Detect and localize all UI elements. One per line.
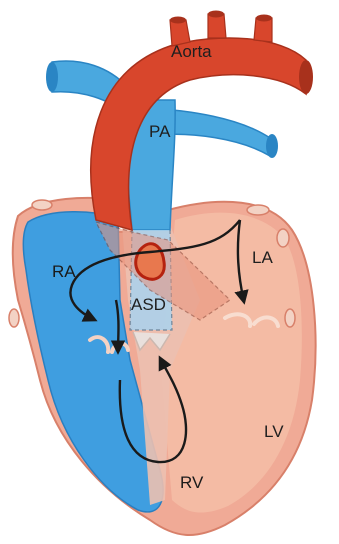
label-ra: RA <box>52 262 76 281</box>
nodule-5 <box>9 309 19 327</box>
pa-right-opening <box>266 134 278 158</box>
label-pa: PA <box>149 122 171 141</box>
aorta-branch-3 <box>254 18 272 42</box>
nodule-4 <box>285 309 295 327</box>
label-asd: ASD <box>131 295 166 314</box>
nodule-3 <box>277 229 289 247</box>
pa-left-opening <box>46 62 58 92</box>
label-la: LA <box>252 248 273 267</box>
label-lv: LV <box>264 422 284 441</box>
aorta-branch-2-opening <box>208 11 224 18</box>
aorta-branch-3-opening <box>256 15 272 22</box>
label-aorta: Aorta <box>171 42 212 61</box>
label-rv: RV <box>180 473 204 492</box>
nodule-2 <box>247 205 269 215</box>
aorta-opening <box>299 60 313 94</box>
nodule-1 <box>32 200 52 210</box>
aorta-branch-1-opening <box>170 17 186 24</box>
aorta-branch-2 <box>208 14 226 38</box>
septal-defect <box>136 244 165 279</box>
